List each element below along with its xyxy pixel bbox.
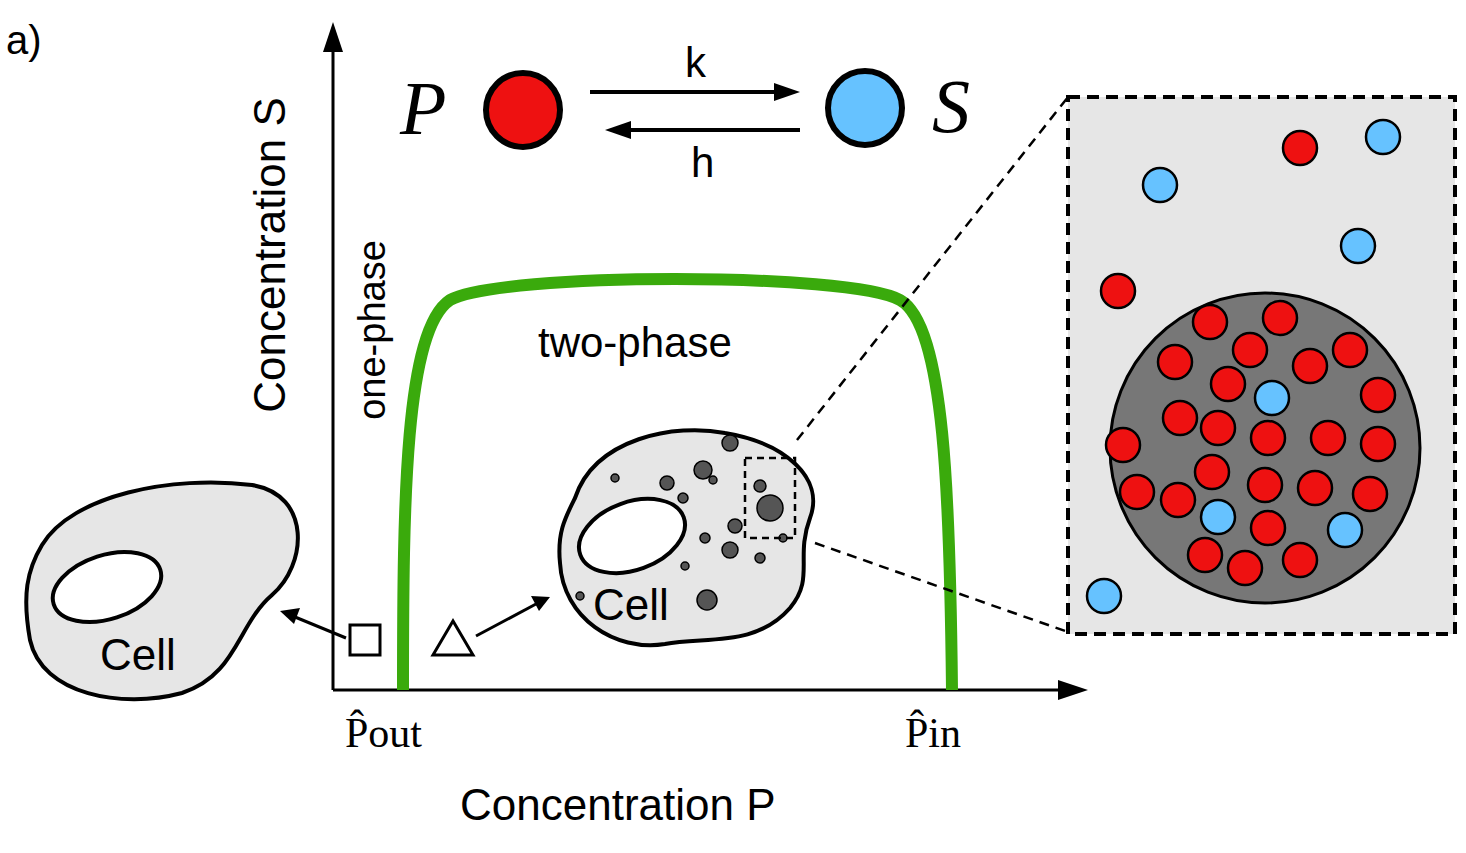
condensate bbox=[697, 590, 717, 610]
s-molecule bbox=[1255, 381, 1289, 415]
p-molecule bbox=[1195, 455, 1229, 489]
p-molecule bbox=[1248, 468, 1282, 502]
arrow-head bbox=[605, 121, 631, 139]
panel-letter: a) bbox=[6, 20, 42, 60]
region-label: two-phase bbox=[538, 322, 732, 364]
axis-tick-label: P̂in bbox=[905, 712, 961, 754]
condensate bbox=[755, 553, 765, 563]
reaction-arrow bbox=[590, 83, 800, 101]
p-molecule bbox=[1161, 483, 1195, 517]
p-molecule bbox=[1228, 551, 1262, 585]
condensate bbox=[754, 480, 766, 492]
droplet bbox=[1110, 293, 1420, 603]
p-molecule bbox=[1101, 274, 1135, 308]
species-symbol: S bbox=[932, 68, 970, 144]
condensate bbox=[728, 519, 742, 533]
molecules bbox=[1087, 120, 1400, 613]
p-molecule bbox=[1201, 411, 1235, 445]
condensate bbox=[700, 533, 710, 543]
cell-outline: Cell bbox=[22, 475, 307, 710]
p-molecule bbox=[1311, 421, 1345, 455]
square-marker bbox=[350, 625, 380, 655]
s-molecule bbox=[1087, 579, 1121, 613]
p-molecule bbox=[1158, 345, 1192, 379]
node-shape bbox=[822, 60, 1002, 160]
nucleus bbox=[569, 485, 696, 587]
condensate bbox=[681, 562, 689, 570]
condensate bbox=[709, 476, 717, 484]
p-molecule bbox=[1106, 428, 1140, 462]
axis-title: Concentration P bbox=[460, 783, 776, 827]
arrow-head bbox=[280, 608, 300, 624]
p-molecule bbox=[1353, 477, 1387, 511]
condensate bbox=[576, 592, 584, 600]
rate-label: k bbox=[685, 42, 706, 84]
arrow-line bbox=[625, 128, 800, 132]
x-axis-head bbox=[1058, 680, 1088, 700]
p-molecule bbox=[1188, 538, 1222, 572]
arrow-head bbox=[531, 596, 550, 611]
p-molecule bbox=[1298, 471, 1332, 505]
species-s: S bbox=[822, 60, 1002, 160]
zoom-box bbox=[745, 458, 795, 538]
leader-arrow bbox=[476, 604, 536, 636]
cell-label: Cell bbox=[593, 583, 669, 627]
species-circle bbox=[486, 73, 560, 147]
p-molecule bbox=[1233, 333, 1267, 367]
region-label: one-phase bbox=[353, 240, 391, 420]
nucleus bbox=[44, 539, 170, 634]
triangle-marker bbox=[433, 621, 473, 655]
p-molecule bbox=[1361, 427, 1395, 461]
axis-title: Concentration S bbox=[248, 97, 292, 413]
s-molecule bbox=[1366, 120, 1400, 154]
s-molecule bbox=[1201, 500, 1235, 534]
s-molecule bbox=[1341, 229, 1375, 263]
rate-label: h bbox=[691, 142, 714, 184]
reaction-arrow bbox=[605, 121, 800, 139]
p-molecule bbox=[1283, 543, 1317, 577]
s-molecule bbox=[1143, 168, 1177, 202]
condensate bbox=[722, 542, 738, 558]
p-molecule bbox=[1251, 511, 1285, 545]
y-axis bbox=[332, 45, 335, 690]
y-axis-head bbox=[323, 22, 343, 52]
p-molecule bbox=[1361, 378, 1395, 412]
zoom-line bbox=[797, 97, 1068, 440]
p-molecule bbox=[1251, 421, 1285, 455]
condensate bbox=[694, 461, 712, 479]
p-molecule bbox=[1293, 349, 1327, 383]
arrow-head bbox=[774, 83, 800, 101]
condensate bbox=[660, 476, 674, 490]
p-molecule bbox=[1333, 333, 1367, 367]
zoom-inset bbox=[1068, 97, 1455, 634]
p-molecule bbox=[1163, 401, 1197, 435]
cell-outline: Cell bbox=[555, 418, 825, 658]
condensate bbox=[757, 495, 783, 521]
condensate bbox=[611, 474, 619, 482]
binodal-curve bbox=[403, 279, 952, 690]
species-p: P bbox=[395, 62, 570, 162]
condensate bbox=[678, 493, 688, 503]
p-molecule bbox=[1283, 131, 1317, 165]
condensate bbox=[722, 435, 738, 451]
p-molecule bbox=[1120, 475, 1154, 509]
cell-label: Cell bbox=[100, 633, 176, 677]
p-molecule bbox=[1193, 305, 1227, 339]
cell-membrane bbox=[559, 430, 813, 645]
species-circle bbox=[828, 71, 902, 145]
leader-arrow bbox=[295, 617, 346, 638]
p-molecule bbox=[1211, 367, 1245, 401]
zoom-line bbox=[815, 543, 1068, 632]
p-molecule bbox=[1263, 301, 1297, 335]
cell-membrane bbox=[26, 483, 298, 700]
s-molecule bbox=[1328, 513, 1362, 547]
species-symbol: P bbox=[400, 70, 446, 146]
arrow-line bbox=[590, 90, 780, 94]
axis-tick-label: P̂out bbox=[345, 712, 422, 754]
